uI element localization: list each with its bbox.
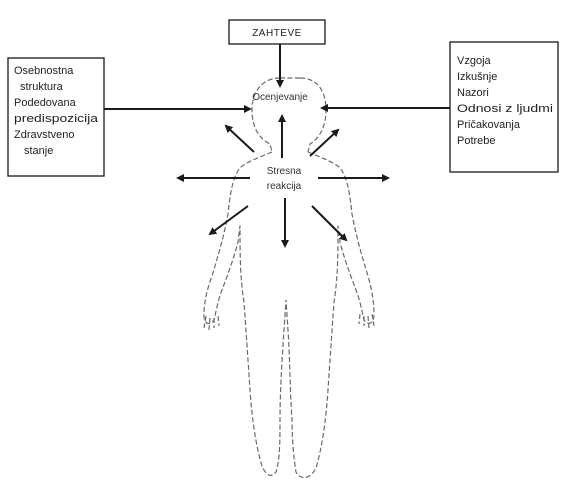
personal-factor-3: Podedovana (14, 97, 77, 109)
reaction-arrow-lower-left (210, 206, 248, 234)
appraisal-label: Ocenjevanje (252, 92, 308, 103)
personal-factor-4: predispozicija (14, 113, 99, 125)
stress-reaction-label-line1: Stresna (267, 166, 302, 177)
social-factor-5: Pričakovanja (457, 119, 521, 131)
personal-factor-5: Zdravstveno (14, 129, 75, 141)
social-factor-1: Vzgoja (457, 55, 492, 67)
reaction-arrow-upper-right (310, 130, 338, 156)
stress-reaction-label-line2: reakcija (267, 181, 302, 192)
personal-factor-2: struktura (20, 81, 64, 93)
social-factor-3: Nazori (457, 87, 489, 99)
reaction-arrow-lower-right (312, 206, 346, 240)
social-factor-6: Potrebe (457, 135, 496, 147)
reaction-arrow-upper-left (226, 126, 254, 152)
personal-factor-6: stanje (24, 145, 53, 157)
social-factor-2: Izkušnje (457, 71, 497, 83)
demands-label: ZAHTEVE (252, 28, 302, 39)
personal-factor-1: Osebnostna (14, 65, 74, 77)
human-body-outline (204, 78, 374, 478)
social-factor-4: Odnosi z ljudmi (457, 103, 553, 115)
